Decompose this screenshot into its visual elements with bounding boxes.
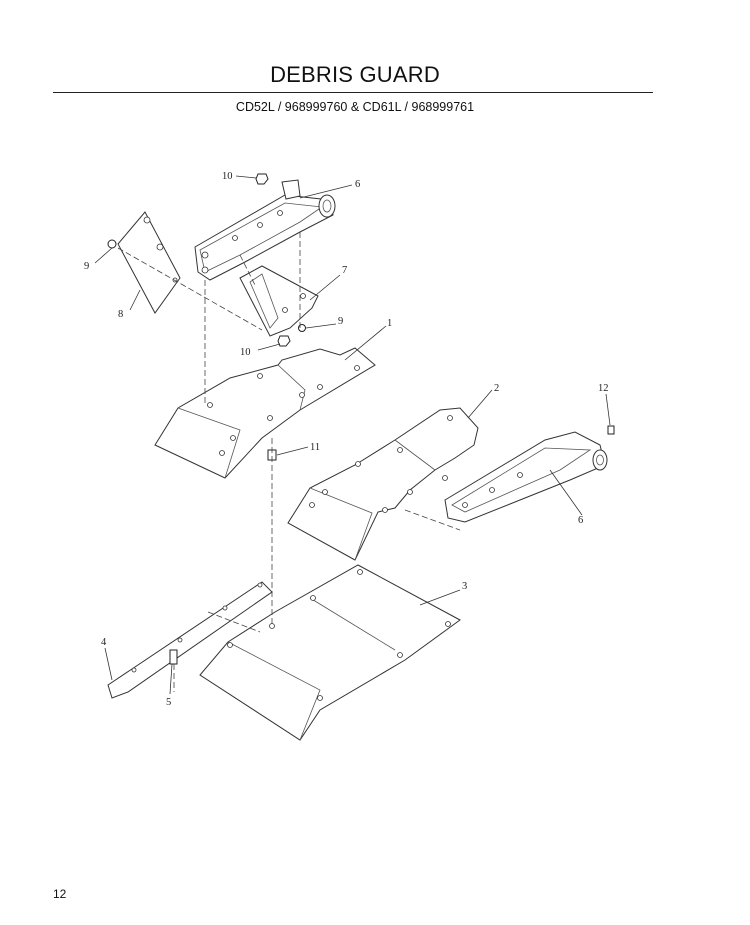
- page-subtitle: CD52L / 968999760 & CD61L / 968999761: [235, 100, 475, 114]
- part-8-side-plate: [117, 211, 181, 314]
- callout-7: 7: [342, 265, 347, 276]
- callout-3: 3: [462, 581, 467, 592]
- callout-4: 4: [101, 637, 107, 648]
- callout-11: 11: [310, 442, 320, 453]
- callout-labels: 10 6 9 8 7 9 10 1 11 2 12 6 3 4 5: [84, 171, 609, 708]
- part-1-upper-guard: [154, 347, 376, 479]
- part-3-lower-plate: [199, 564, 461, 741]
- part-2-middle-guard: [287, 407, 479, 561]
- part-6-upper-bracket: [194, 179, 336, 281]
- part-6-lower-bracket: [444, 431, 608, 523]
- title-rule: [53, 92, 653, 93]
- page-title: DEBRIS GUARD: [270, 62, 440, 87]
- callout-6-bottom: 6: [578, 515, 583, 526]
- callout-9-left: 9: [84, 261, 89, 272]
- callout-8: 8: [118, 309, 123, 320]
- callout-9-right: 9: [338, 316, 343, 327]
- page-number: 12: [53, 887, 67, 901]
- callout-5: 5: [166, 697, 171, 708]
- assembly-lines: [117, 232, 461, 692]
- callout-10-bottom: 10: [240, 347, 251, 358]
- hardware: [107, 173, 615, 665]
- part-4-side-strip: [107, 581, 273, 699]
- callout-10-top: 10: [222, 171, 233, 182]
- callout-2: 2: [494, 383, 499, 394]
- callout-6-top: 6: [355, 179, 360, 190]
- callout-1: 1: [387, 318, 392, 329]
- leader-lines: [94, 175, 611, 695]
- part-7-angle-plate: [239, 265, 319, 337]
- callout-12: 12: [598, 383, 609, 394]
